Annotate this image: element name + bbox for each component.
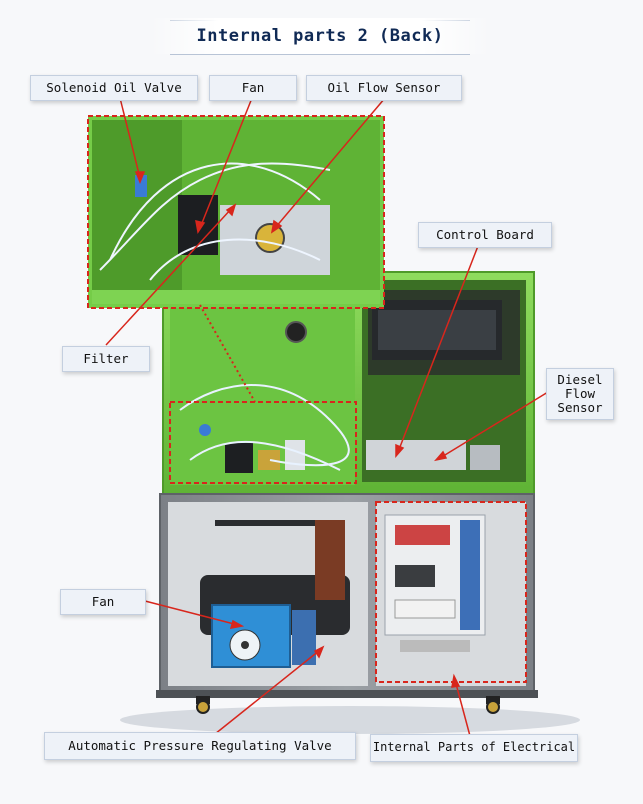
label-filter: Filter xyxy=(62,346,150,372)
floor-shadow xyxy=(120,706,580,734)
label-oil-flow-sensor: Oil Flow Sensor xyxy=(306,75,462,101)
label-automatic-pressure-regulating-valve: Automatic Pressure Regulating Valve xyxy=(44,732,356,760)
inset-connector xyxy=(199,304,256,403)
label-internal-parts-of-electrical: Internal Parts of Electrical xyxy=(370,734,578,762)
gauge-icon xyxy=(285,321,307,343)
inset-oil-flow-sensor xyxy=(255,223,285,253)
inset-solenoid-valve xyxy=(135,175,147,197)
lower-grey-cabinet xyxy=(159,493,535,695)
callout-arrows xyxy=(105,97,549,739)
label-control-board: Control Board xyxy=(418,222,552,248)
fan-small xyxy=(225,443,253,473)
upper-green-cabinet xyxy=(162,271,535,495)
page-title: Internal parts 2 (Back) xyxy=(150,18,490,54)
pressure-valve-body xyxy=(315,520,345,600)
label-diesel-flow-sensor: Diesel Flow Sensor xyxy=(546,368,614,420)
zoom-inset xyxy=(87,115,385,309)
title-banner: Internal parts 2 (Back) xyxy=(150,18,490,58)
electrical-outline xyxy=(375,501,527,683)
blue-fan-radiator xyxy=(211,604,291,668)
wheels xyxy=(196,696,500,714)
label-fan-bottom: Fan xyxy=(60,589,146,615)
label-solenoid-oil-valve: Solenoid Oil Valve xyxy=(30,75,198,101)
label-fan-top: Fan xyxy=(209,75,297,101)
diesel-flow-sensor-module xyxy=(366,440,466,470)
inset-source-outline xyxy=(169,401,357,484)
cabinet-base xyxy=(156,690,538,698)
